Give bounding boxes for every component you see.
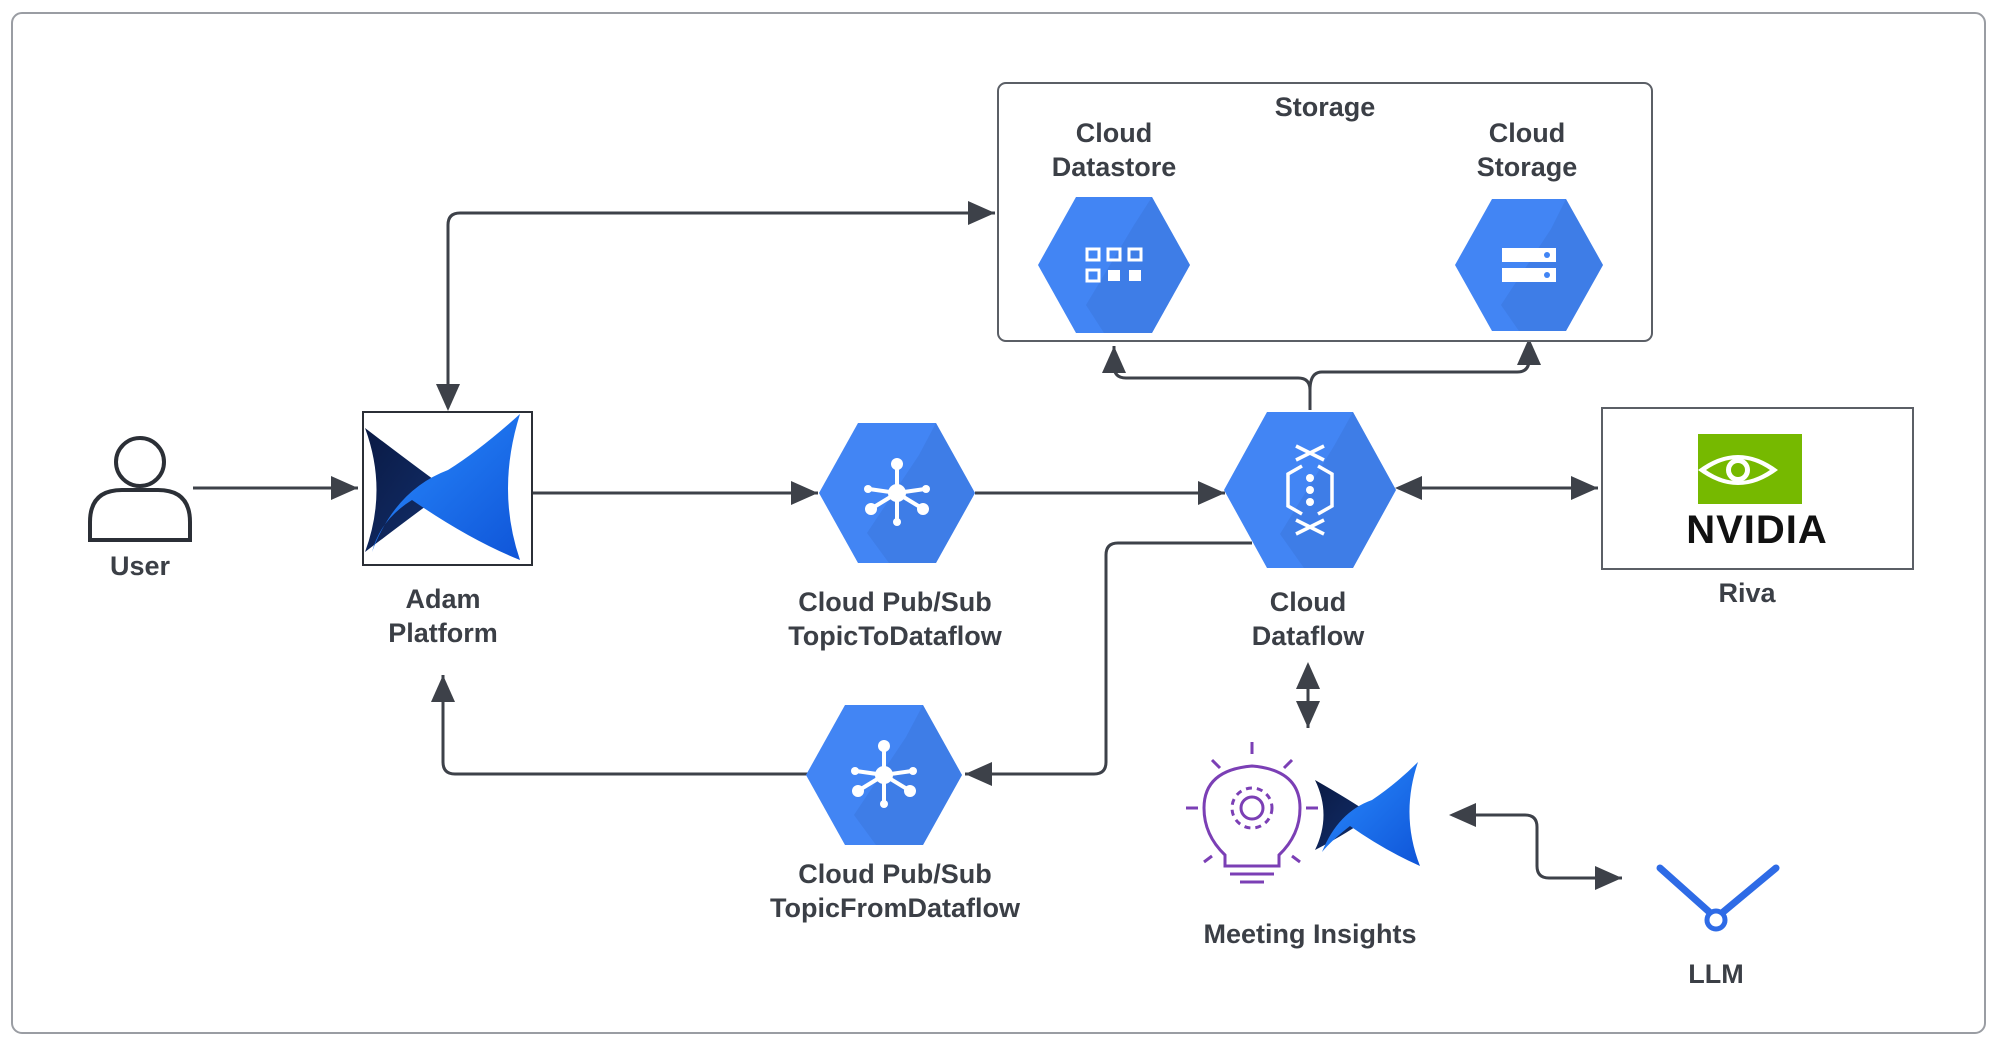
pubsub-to-node[interactable]: Cloud Pub/Sub TopicToDataflow [788, 423, 1003, 651]
edge-insights-llm [1449, 803, 1622, 890]
pubsub-to-label-1: Cloud Pub/Sub [798, 587, 991, 617]
adam-platform-node[interactable]: Adam Platform [362, 411, 533, 648]
cloud-storage-label-1: Cloud [1489, 118, 1565, 148]
meeting-insights-label: Meeting Insights [1203, 919, 1416, 949]
user-label: User [110, 551, 171, 581]
dataflow-label-2: Dataflow [1252, 621, 1366, 651]
adam-platform-label-2: Platform [388, 618, 498, 648]
edge-dataflow-storage [1308, 338, 1541, 391]
cloud-storage-icon [1455, 199, 1603, 331]
dataflow-node[interactable]: Cloud Dataflow [1224, 412, 1396, 651]
storage-title: Storage [1275, 92, 1376, 122]
edge-pubsub-from-adam [431, 675, 808, 776]
pubsub-from-icon [806, 705, 962, 845]
user-node[interactable]: User [88, 436, 192, 581]
datastore-node[interactable]: Cloud Datastore [1038, 118, 1190, 333]
edge-adam-storage [436, 201, 995, 411]
llm-label: LLM [1688, 959, 1743, 989]
dataflow-icon [1224, 412, 1396, 568]
user-icon [88, 436, 192, 542]
nvidia-logo-icon [1698, 434, 1802, 504]
pubsub-to-icon [819, 423, 975, 563]
riva-node[interactable]: NVIDIA Riva [1601, 407, 1914, 608]
datastore-icon [1038, 197, 1190, 333]
meeting-insights-node[interactable]: Meeting Insights [1186, 742, 1420, 949]
pubsub-from-label-1: Cloud Pub/Sub [798, 859, 991, 889]
llm-node[interactable]: LLM [1656, 794, 1780, 989]
nvidia-wordmark: NVIDIA [1686, 508, 1828, 552]
adam-platform-label-1: Adam [405, 584, 480, 614]
lightbulb-gear-icon [1186, 742, 1318, 884]
pubsub-from-label-2: TopicFromDataflow [770, 893, 1021, 923]
cloud-storage-label-2: Storage [1477, 152, 1578, 182]
adam-small-logo-icon [1315, 762, 1420, 866]
datastore-label-1: Cloud [1076, 118, 1152, 148]
llm-icon [1656, 794, 1780, 932]
adam-logo-icon [365, 414, 520, 560]
pubsub-to-label-2: TopicToDataflow [788, 621, 1002, 651]
pubsub-from-node[interactable]: Cloud Pub/Sub TopicFromDataflow [770, 705, 1021, 923]
edge-dataflow-pubsub-from [965, 541, 1252, 786]
cloud-storage-node[interactable]: Cloud Storage [1455, 118, 1603, 331]
datastore-label-2: Datastore [1052, 152, 1177, 182]
riva-label: Riva [1718, 578, 1776, 608]
connectors [193, 201, 1622, 890]
dataflow-label-1: Cloud [1270, 587, 1346, 617]
